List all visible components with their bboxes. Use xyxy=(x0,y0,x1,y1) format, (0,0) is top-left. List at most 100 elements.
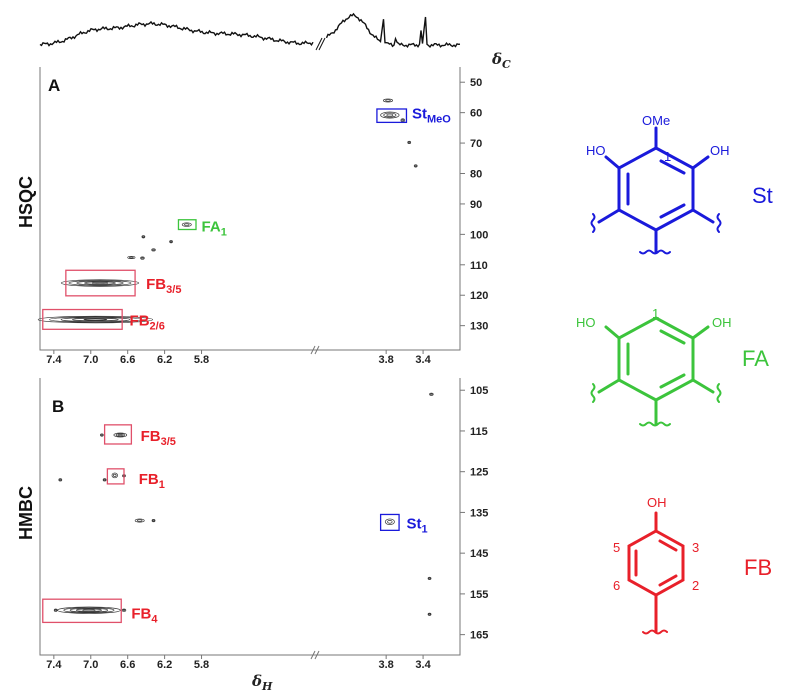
structure-st: OMe HO OH 1 St xyxy=(586,113,773,255)
peak-contour xyxy=(63,607,115,614)
annotation-label: FA1 xyxy=(202,218,227,238)
fa-inner-bond-1 xyxy=(659,329,686,345)
peak-contour xyxy=(408,141,411,144)
annotation-label: FB2/6 xyxy=(130,313,165,333)
cross-peak xyxy=(141,235,146,239)
fa-bond-ho xyxy=(604,325,621,340)
peak-contour xyxy=(121,608,127,612)
x-tick-label: 3.4 xyxy=(415,659,431,671)
fb-inner-bond-2 xyxy=(658,574,678,587)
peak-contour xyxy=(113,432,128,438)
annotation-box xyxy=(42,308,123,330)
x-tick-label: 7.0 xyxy=(83,659,98,671)
x-tick-label: 7.4 xyxy=(46,354,62,366)
peak-contour xyxy=(53,608,58,612)
peak-contour xyxy=(429,392,434,396)
peak-contour xyxy=(386,113,394,117)
annotation-label: FB1 xyxy=(139,471,165,491)
panel-letter-b: B xyxy=(52,397,64,416)
fb-position-5: 5 xyxy=(613,540,620,555)
st-oh-label: OH xyxy=(710,143,730,158)
carbon-1d-spectrum-trace xyxy=(39,12,461,48)
hmbc-axis-frame xyxy=(39,378,461,656)
x-tick-label: 3.4 xyxy=(415,354,431,366)
cross-peak xyxy=(151,248,156,252)
st-inner-bond-1 xyxy=(659,159,686,175)
cross-peak xyxy=(429,392,434,396)
peak-contour xyxy=(169,240,173,244)
cross-peak xyxy=(169,240,173,244)
y-tick-label: 70 xyxy=(470,138,482,150)
annotation-box xyxy=(103,424,133,445)
fb-inner-bond-1 xyxy=(658,539,678,552)
x-tick-label: 3.8 xyxy=(379,354,394,366)
peak-contour xyxy=(383,112,397,118)
x-tick-label: 6.6 xyxy=(120,659,135,671)
peak-contour xyxy=(84,281,116,285)
hmbc-peaks xyxy=(53,392,434,616)
fa-oh-label: OH xyxy=(712,315,732,330)
cross-peak xyxy=(400,118,405,123)
hmbc-x-axis-break xyxy=(310,650,320,660)
hsqc-axis-frame xyxy=(39,67,461,351)
hmbc-panel-label: HMBC xyxy=(16,486,36,540)
cross-peak xyxy=(102,478,107,482)
annotation-box xyxy=(379,513,400,532)
fb-ring-bonds xyxy=(627,529,685,597)
peak-contour xyxy=(76,280,124,286)
peak-contour xyxy=(414,164,417,167)
y-tick-label: 105 xyxy=(470,385,488,397)
x-tick-label: 5.8 xyxy=(194,354,209,366)
y-tick-label: 145 xyxy=(470,548,488,560)
peak-contour xyxy=(151,248,156,252)
annotation-label: StMeO xyxy=(412,106,451,126)
fa-ring xyxy=(617,316,695,402)
cross-peak xyxy=(111,472,118,479)
panel-letter-a: A xyxy=(48,76,60,95)
peak-contour xyxy=(127,255,136,260)
x-tick-label: 5.8 xyxy=(194,659,209,671)
cross-peak xyxy=(427,576,432,580)
y-tick-label: 110 xyxy=(470,260,488,272)
annotation-box xyxy=(42,598,122,624)
peak-contour xyxy=(169,240,173,243)
peak-contour xyxy=(83,318,108,321)
st-inner-bond-2 xyxy=(659,203,686,219)
cross-peak xyxy=(60,279,140,287)
peak-contour xyxy=(122,609,126,612)
annotation-label: St1 xyxy=(406,516,427,536)
peak-contour xyxy=(99,433,104,437)
peak-contour xyxy=(385,99,391,102)
st-bond-left xyxy=(597,208,621,224)
cross-peak xyxy=(384,518,395,525)
fa-position-1: 1 xyxy=(652,306,659,321)
peak-contour xyxy=(387,520,393,524)
annotation-box xyxy=(376,108,408,124)
peak-contour xyxy=(152,248,155,251)
y-tick-label: 90 xyxy=(470,199,482,211)
cross-peak xyxy=(37,315,153,324)
peak-contour xyxy=(380,111,400,119)
peak-contour xyxy=(141,257,144,260)
peak-contour xyxy=(184,223,190,226)
peak-contour xyxy=(72,317,119,322)
y-tick-label: 120 xyxy=(470,290,488,302)
peak-contour xyxy=(134,518,145,523)
x-tick-label: 6.2 xyxy=(157,659,172,671)
peak-contour xyxy=(76,608,102,612)
peak-contour xyxy=(413,164,418,168)
peak-contour xyxy=(37,315,153,324)
cross-peak xyxy=(99,433,104,437)
peak-contour xyxy=(91,282,109,285)
y-tick-label: 80 xyxy=(470,169,482,181)
peak-contour xyxy=(142,235,145,238)
annotation-box xyxy=(106,468,125,485)
cross-peak xyxy=(58,478,63,482)
